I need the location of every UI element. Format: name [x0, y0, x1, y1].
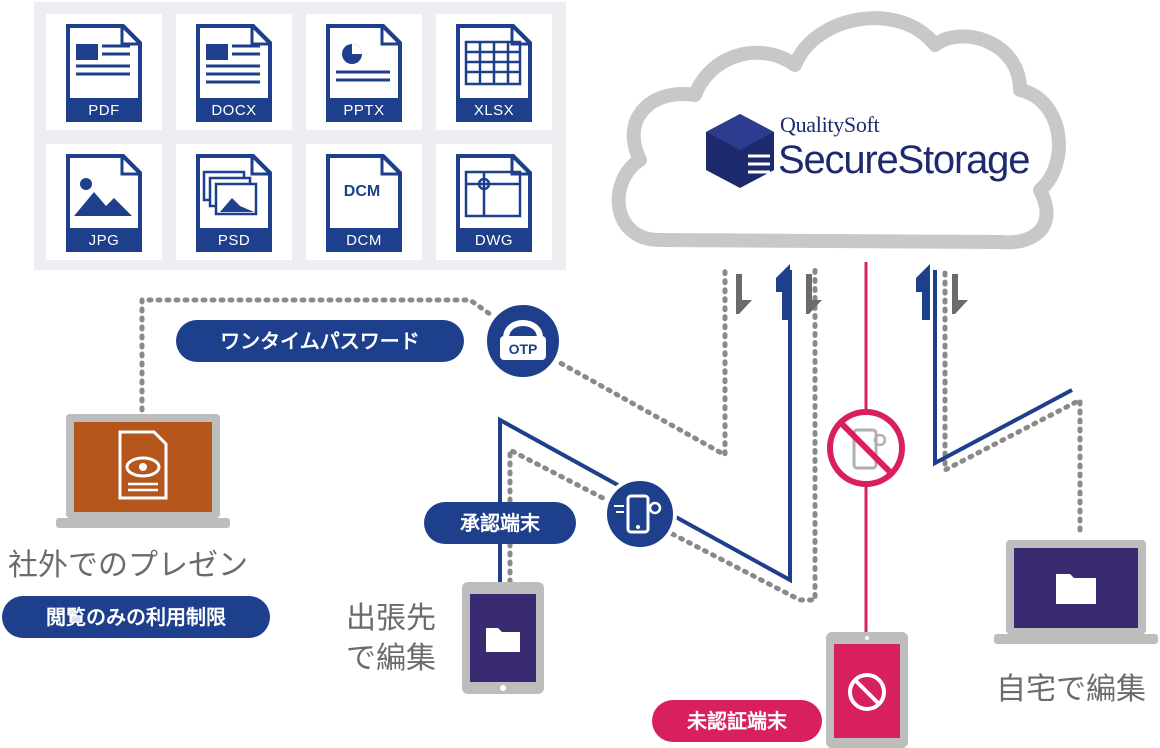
- file-type-label: DCM: [346, 232, 382, 249]
- trip-caption-line2: で編集: [346, 641, 436, 676]
- file-tile-pptx: PPTX: [306, 14, 422, 130]
- dcm-file-icon: DCM: [326, 154, 402, 252]
- unapproved-device-label: 未認証端末: [652, 700, 822, 742]
- file-type-label: DWG: [474, 232, 514, 249]
- up-arrow-2: [916, 264, 930, 320]
- home-caption: 自宅で編集: [996, 672, 1146, 707]
- down-arrow-3: [952, 274, 968, 314]
- securestorage-logo-icon: [706, 114, 774, 188]
- file-type-label: PSD: [217, 232, 251, 249]
- folder-icon: [1056, 574, 1096, 604]
- file-type-label: JPG: [88, 232, 120, 249]
- file-type-label: PPTX: [343, 102, 385, 119]
- approved-device-label: 承認端末: [424, 502, 576, 544]
- pdf-file-icon: [66, 24, 142, 122]
- file-type-label: DOCX: [211, 102, 257, 119]
- psd-file-icon: [196, 154, 272, 252]
- file-tile-jpg: JPG: [46, 144, 162, 260]
- view-document-icon: [118, 430, 168, 500]
- home-navy-line: [933, 270, 1073, 467]
- presentation-laptop: [56, 414, 230, 528]
- otp-lock-icon: OTP: [483, 301, 563, 381]
- trip-dotted-line: [507, 267, 818, 603]
- home-dotted-line: [942, 267, 1083, 533]
- xlsx-file-icon: [456, 24, 532, 122]
- file-type-label: PDF: [88, 102, 120, 119]
- dcm-icon-text: DCM: [344, 183, 380, 200]
- file-tile-dcm: DCM DCM: [306, 144, 422, 260]
- blocked-phone-icon: [827, 409, 905, 487]
- down-arrow-2: [806, 274, 822, 314]
- file-tile-dwg: DWG: [436, 144, 552, 260]
- docx-file-icon: [196, 24, 272, 122]
- approved-phone-icon: [603, 477, 677, 551]
- file-type-label: XLSX: [473, 102, 515, 119]
- file-tile-psd: PSD: [176, 144, 292, 260]
- brand-securestorage: SecureStorage: [778, 138, 1030, 182]
- pptx-file-icon: [326, 24, 402, 122]
- brand-qualitysoft: QualitySoft: [780, 112, 880, 137]
- file-types-panel: PDF DOCX PPTX XLSX JPG PSD DCM DCM DWG: [34, 2, 566, 270]
- no-entry-icon: [848, 673, 886, 711]
- folder-icon: [486, 628, 520, 652]
- up-arrow-1: [776, 264, 790, 320]
- view-only-label: 閲覧のみの利用制限: [2, 596, 270, 638]
- presentation-caption: 社外でのプレゼン: [8, 548, 248, 583]
- down-arrow-1: [736, 274, 752, 314]
- file-tile-docx: DOCX: [176, 14, 292, 130]
- cloud-shape: [611, 11, 1066, 250]
- jpg-file-icon: [66, 154, 142, 252]
- trip-tablet: [462, 582, 544, 694]
- otp-badge-text: OTP: [509, 341, 538, 357]
- file-tile-pdf: PDF: [46, 14, 162, 130]
- dwg-file-icon: [456, 154, 532, 252]
- otp-label: ワンタイムパスワード: [176, 320, 464, 362]
- home-laptop: [994, 540, 1158, 644]
- trip-caption-line1: 出張先: [346, 601, 436, 636]
- unapproved-tablet: [826, 632, 908, 748]
- file-tile-xlsx: XLSX: [436, 14, 552, 130]
